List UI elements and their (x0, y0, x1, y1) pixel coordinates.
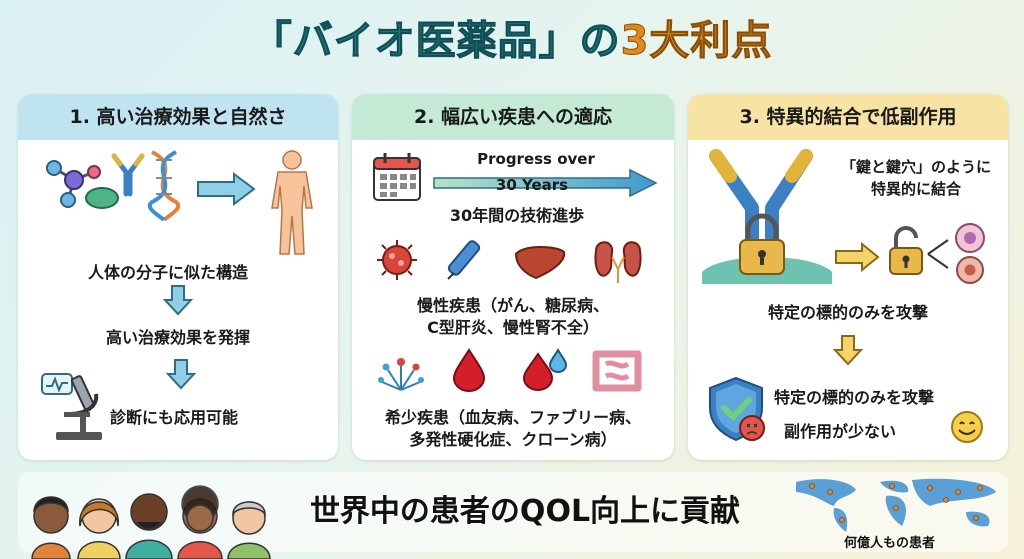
progress-line2: 30 Years (495, 176, 569, 194)
panel-efficacy-text3: 診断にも応用可能 (110, 408, 239, 427)
panel-diseases-header: 2. 幅広い疾患への適応 (352, 94, 674, 140)
smiley-icon (951, 411, 983, 443)
human-body-icon (271, 150, 313, 255)
open-lock-icon (889, 226, 923, 275)
progress-arrow-icon (433, 168, 658, 198)
arrow-right-yellow-icon (835, 241, 880, 273)
side-effect-text: 副作用が少ない (784, 422, 897, 441)
liver-icon (514, 246, 566, 280)
panel-specificity: 3. 特異的結合で低副作用 「鍵と鍵穴」のように 特異的に結合 特定の標的のみを… (688, 94, 1008, 460)
lock-line1: 「鍵と鍵穴」のように (840, 158, 991, 176)
title-part1: 「バイオ医薬品」の (251, 18, 621, 65)
page-title: 「バイオ医薬品」の3大利点 (0, 8, 1024, 74)
dna-icon (147, 150, 181, 222)
microscope-icon (41, 373, 102, 440)
chronic-line1: 慢性疾患（がん、糖尿病、 (416, 296, 609, 315)
chronic-line2: C型肝炎、慢性腎不全） (427, 318, 599, 337)
rare-line1: 希少疾患（血友病、ファブリー病、 (384, 408, 641, 427)
kidney-icon (594, 241, 642, 283)
panel-diseases: 2. 幅広い疾患への適応 Progress over 30 Years 30年間… (352, 94, 674, 460)
insulin-pen-icon (447, 240, 481, 280)
attack-text: 特定の標的のみを攻撃 (767, 303, 928, 322)
intestine-icon (592, 350, 642, 392)
progress-line1: Progress over (477, 150, 595, 168)
panel-efficacy-text1: 人体の分子に似た構造 (87, 263, 248, 282)
title-part2: 3大利点 (620, 18, 773, 65)
shield-check-icon (709, 376, 765, 442)
progress-caption: 30年間の技術進歩 (449, 206, 585, 225)
molecule-icon (46, 160, 119, 209)
map-caption: 何億人もの患者 (844, 536, 936, 551)
antibody-small-icon (111, 153, 145, 197)
panel-efficacy: 1. 高い治療効果と自然さ 人体の分子に似た構造 高い治療効果を発揮 (18, 94, 338, 460)
panel-specificity-header: 3. 特異的結合で低副作用 (688, 94, 1008, 140)
world-map-icon (796, 478, 996, 532)
attack-text-2: 特定の標的のみを攻撃 (774, 388, 935, 407)
calendar-icon (373, 153, 421, 201)
patients-group-icon (31, 485, 271, 559)
antibody-lock-icon (702, 149, 832, 284)
panel-efficacy-header: 1. 高い治療効果と自然さ (18, 94, 338, 140)
arrow-down-icon-2 (165, 359, 197, 390)
drops-icon (522, 347, 568, 391)
arrow-down-yellow-icon (832, 335, 864, 366)
arrow-right-icon (197, 172, 256, 206)
blood-drop-icon (452, 348, 486, 392)
arrow-down-icon-1 (162, 285, 194, 316)
bottom-slogan: 世界中の患者のQOL向上に貢献 (309, 494, 741, 529)
target-cells-icon (927, 223, 985, 284)
cancer-cell-icon (377, 240, 417, 280)
panel-efficacy-text2: 高い治療効果を発揮 (105, 328, 250, 347)
rare-line2: 多発性硬化症、クローン病） (409, 430, 617, 449)
lock-line2: 特異的に結合 (870, 180, 961, 198)
blood-splash-icon (378, 358, 424, 391)
